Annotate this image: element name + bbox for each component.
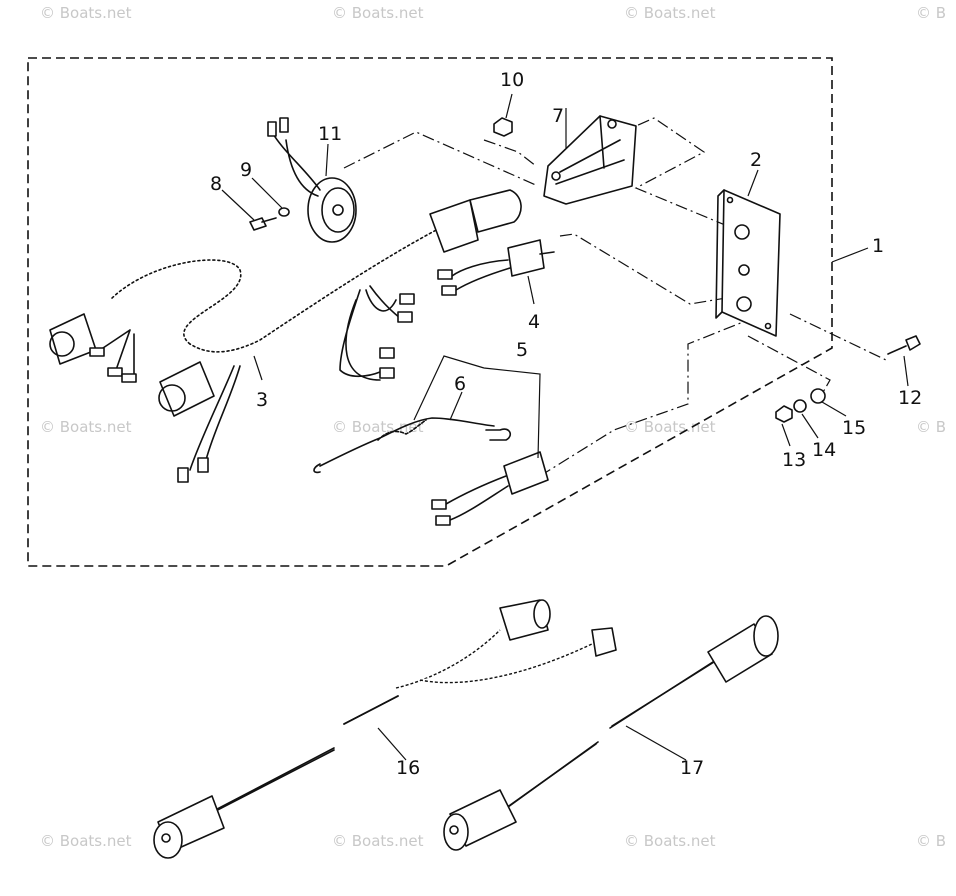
- callout-4: 4: [528, 311, 540, 333]
- part-6-lanyard: [313, 417, 512, 474]
- watermark: © Boats.net: [624, 4, 716, 22]
- watermark: © B: [916, 418, 947, 436]
- watermark: © Boats.net: [332, 832, 424, 850]
- callout-8: 8: [210, 173, 222, 195]
- part-15-washer: [810, 388, 826, 404]
- callout-2: 2: [750, 149, 762, 171]
- callout-1: 1: [872, 235, 884, 257]
- assembly-guide-lines: [343, 117, 887, 477]
- part-9-washer: [278, 207, 290, 217]
- callout-7: 7: [552, 105, 564, 127]
- callout-15: 15: [842, 417, 866, 439]
- part-3-wiring-harness: [49, 189, 522, 483]
- callout-11: 11: [318, 123, 342, 145]
- watermark: © Boats.net: [40, 418, 132, 436]
- part-8-screw: [249, 217, 277, 231]
- callout-12: 12: [898, 387, 922, 409]
- watermark: © Boats.net: [332, 4, 424, 22]
- watermark: © B: [916, 4, 947, 22]
- callout-14: 14: [812, 439, 836, 461]
- part-14-washer: [793, 399, 807, 413]
- watermark: © Boats.net: [40, 4, 132, 22]
- watermark: © Boats.net: [624, 832, 716, 850]
- callout-13: 13: [782, 449, 806, 471]
- part-4-switch: [437, 239, 555, 296]
- callout-labels: 1 2 3 4 5 6 7 8 9 10 11 12 13 14 15 16 1…: [210, 69, 922, 779]
- part-17-extension-cable: [443, 615, 779, 851]
- assembly-boundary: [27, 57, 833, 567]
- callout-3: 3: [256, 389, 268, 411]
- part-11-switch: [267, 117, 357, 243]
- part-7-bracket: [543, 115, 637, 205]
- callout-6: 6: [454, 373, 466, 395]
- leader-lines: [221, 93, 909, 761]
- watermark: © Boats.net: [624, 418, 716, 436]
- part-2-mounting-plate: [715, 189, 781, 337]
- part-10-nut: [493, 117, 513, 137]
- watermark: © B: [916, 832, 947, 850]
- part-12-bolt: [887, 335, 921, 355]
- callout-10: 10: [500, 69, 524, 91]
- part-16-extension-harness: [153, 599, 617, 859]
- callout-9: 9: [240, 159, 252, 181]
- part-5-switch: [431, 451, 549, 526]
- watermark: © Boats.net: [40, 832, 132, 850]
- part-13-nut: [775, 405, 793, 423]
- callout-17: 17: [680, 757, 704, 779]
- callout-5: 5: [516, 339, 528, 361]
- callout-16: 16: [396, 757, 420, 779]
